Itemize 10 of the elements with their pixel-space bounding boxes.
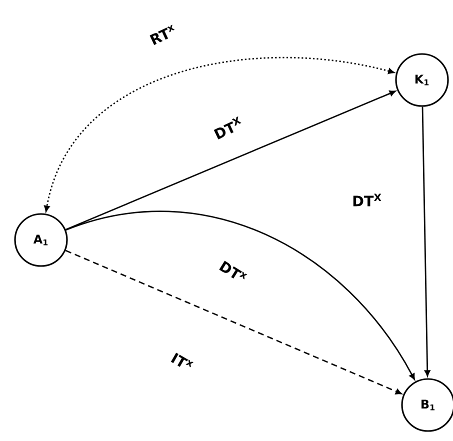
arrow bbox=[44, 56, 394, 212]
edge-label: DT$^{X}$ bbox=[214, 116, 242, 140]
arrow bbox=[65, 90, 396, 230]
arrow bbox=[65, 250, 402, 394]
arrow bbox=[66, 210, 415, 380]
arrow bbox=[422, 106, 430, 376]
edge-label: RT$^{x}$ bbox=[150, 24, 175, 45]
edge-label: DT$^{x}$ bbox=[219, 260, 248, 280]
edge-label: DT$^{X}$ bbox=[353, 194, 382, 206]
edge-label: IT$^{x}$ bbox=[170, 352, 194, 368]
